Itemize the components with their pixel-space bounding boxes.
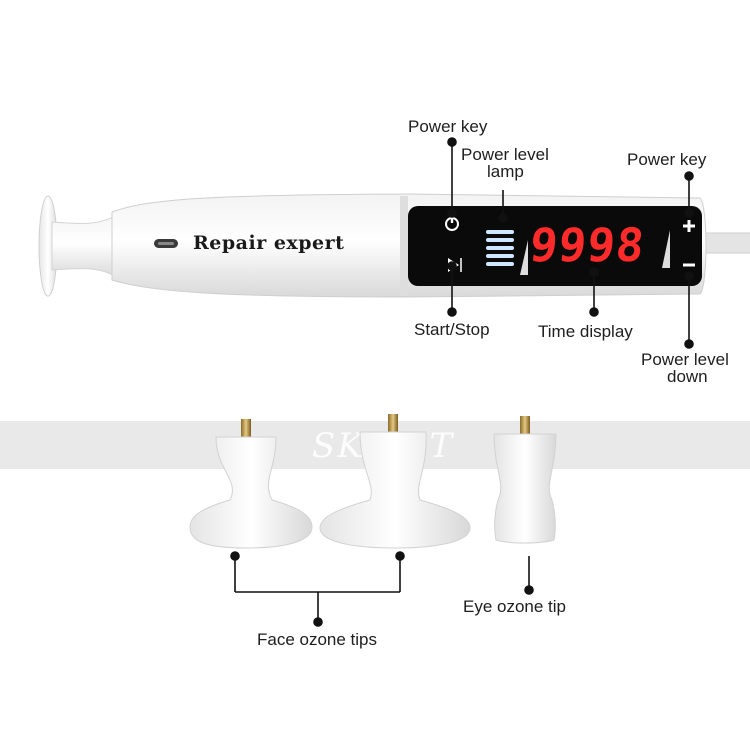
callout-time-display: Time display (538, 322, 633, 341)
callout-power-level-lamp-line1: Power level (461, 145, 549, 164)
callout-power-key-right: Power key (627, 150, 707, 169)
eye-ozone-tip (493, 416, 557, 544)
time-display-digits: 9998 (527, 218, 648, 272)
display-right-mark (662, 230, 670, 268)
callout-start-stop: Start/Stop (414, 320, 490, 339)
power-level-lamp (486, 230, 514, 266)
face-tips-label: Face ozone tips (257, 630, 378, 649)
callout-power-level-lamp-line2: lamp (487, 162, 524, 181)
ozone-wand (38, 193, 707, 298)
face-ozone-tip-large (319, 414, 471, 549)
tips-callouts (230, 551, 534, 627)
power-up-icon[interactable] (683, 220, 695, 232)
callout-power-level-down-line1: Power level (641, 350, 729, 369)
face-ozone-tip-small (189, 419, 313, 549)
wand-callouts (447, 137, 694, 349)
callout-power-level-down-line2: down (667, 367, 708, 386)
control-panel (408, 206, 702, 286)
eye-tip-label: Eye ozone tip (463, 597, 567, 616)
callout-power-key-top: Power key (408, 117, 488, 136)
brand-label: Repair expert (193, 232, 345, 254)
display-left-mark (520, 240, 528, 275)
